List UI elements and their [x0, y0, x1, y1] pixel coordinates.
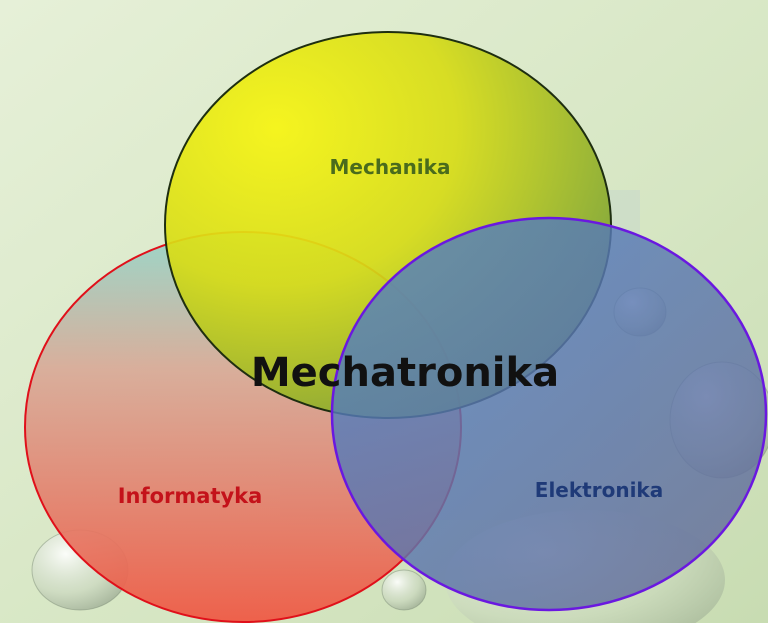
informatyka-label: Informatyka	[118, 484, 263, 508]
elektronika-circle	[330, 216, 768, 612]
mechanika-label: Mechanika	[330, 155, 451, 179]
water-drop	[381, 569, 427, 611]
elektronika-label: Elektronika	[535, 478, 663, 502]
center-label: Mechatronika	[251, 350, 559, 396]
